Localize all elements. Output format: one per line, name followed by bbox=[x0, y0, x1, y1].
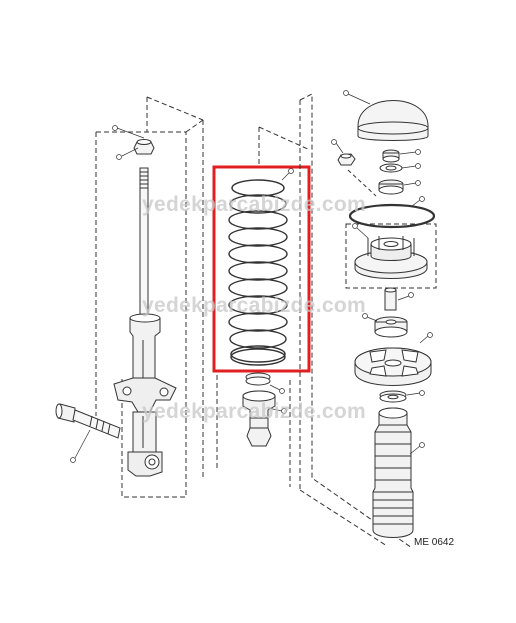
dust-boot bbox=[372, 407, 414, 538]
top-mount-nut bbox=[337, 153, 356, 166]
mounting-bolt bbox=[55, 403, 121, 439]
watermark-text: yedekparcabizde.com bbox=[142, 193, 366, 216]
watermark-text: yedekparcabizde.com bbox=[142, 294, 366, 317]
top-mount-washers bbox=[378, 149, 404, 195]
bump-stop bbox=[242, 390, 276, 447]
top-mount-seal-ring bbox=[348, 203, 436, 229]
coil-spring bbox=[228, 179, 288, 366]
shock-group-dashed-frame bbox=[96, 131, 187, 498]
coil-spring-highlight-box bbox=[212, 165, 311, 373]
shock-absorber-group bbox=[55, 96, 204, 498]
watermark-text: yedekparcabizde.com bbox=[142, 400, 366, 423]
shock-top-nut bbox=[133, 139, 155, 155]
top-mount-group bbox=[299, 90, 437, 549]
diagram-reference-code: ME 0642 bbox=[414, 537, 455, 548]
spring-seat bbox=[354, 347, 432, 386]
top-mount-assembly bbox=[354, 236, 428, 279]
spring-spacer bbox=[245, 372, 271, 386]
top-mount-cap bbox=[357, 100, 429, 141]
top-mount-sleeve bbox=[384, 287, 397, 311]
top-mount-bushing bbox=[374, 316, 408, 338]
coil-spring-group bbox=[212, 126, 311, 487]
dust-boot-washer bbox=[379, 390, 407, 403]
shock-body bbox=[113, 313, 177, 477]
